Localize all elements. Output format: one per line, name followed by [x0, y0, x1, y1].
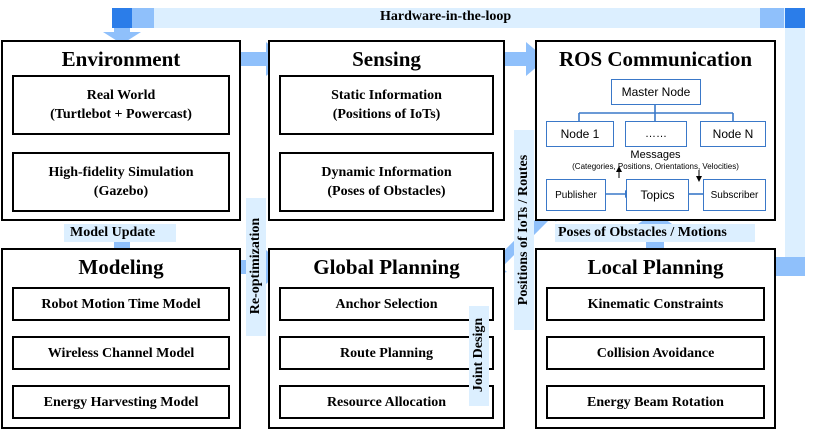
topics-box: Topics	[626, 179, 689, 211]
ros-title: ROS Communication	[558, 47, 753, 71]
node-dots-box: ……	[625, 121, 687, 147]
energy-beam-box: Energy Beam Rotation	[546, 385, 765, 419]
modeling-title: Modeling	[78, 255, 164, 279]
modeling-panel: Modeling Robot Motion Time Model Wireles…	[1, 248, 241, 429]
local-planning-panel: Local Planning Kinematic Constraints Col…	[535, 248, 776, 429]
wireless-channel-box: Wireless Channel Model	[12, 336, 230, 370]
positions-routes-band	[514, 130, 534, 330]
ros-panel: ROS Communication Master Node Node 1 …… …	[535, 40, 776, 221]
robot-motion-box: Robot Motion Time Model	[12, 287, 230, 321]
subscriber-box: Subscriber	[703, 179, 766, 211]
dynamic-info-line1: Dynamic Information	[321, 165, 452, 180]
simulation-line2: (Gazebo)	[93, 184, 149, 199]
real-world-line2: (Turtlebot + Powercast)	[50, 107, 192, 122]
global-planning-panel: Global Planning Anchor Selection Route P…	[268, 248, 505, 429]
reoptimization-band	[246, 198, 266, 336]
messages-label: Messages	[630, 149, 681, 161]
resource-allocation-box: Resource Allocation	[279, 385, 494, 419]
node-n-box: Node N	[700, 121, 766, 147]
dynamic-info-box: Dynamic Information (Poses of Obstacles)	[279, 152, 494, 212]
poses-motions-band	[555, 224, 755, 242]
global-planning-title: Global Planning	[313, 255, 460, 279]
static-info-box: Static Information (Positions of IoTs)	[279, 75, 494, 135]
static-info-line2: (Positions of IoTs)	[332, 107, 441, 122]
model-update-label: Model Update	[70, 225, 156, 240]
energy-harvesting-box: Energy Harvesting Model	[12, 385, 230, 419]
positions-routes-label: Positions of IoTs / Routes	[516, 154, 531, 306]
environment-title: Environment	[61, 47, 181, 71]
joint-design-band	[469, 306, 489, 406]
simulation-box: High-fidelity Simulation (Gazebo)	[12, 152, 230, 212]
kinematic-constraints-box: Kinematic Constraints	[546, 287, 765, 321]
hil-arrow-corner-dark	[785, 8, 805, 28]
hil-arrow-segment	[132, 8, 154, 28]
publisher-box: Publisher	[546, 179, 606, 211]
model-update-band	[64, 224, 176, 242]
simulation-line1: High-fidelity Simulation	[48, 165, 194, 180]
hil-label: Hardware-in-the-loop	[380, 9, 512, 24]
node-1-box: Node 1	[546, 121, 614, 147]
real-world-line1: Real World	[86, 88, 156, 103]
hil-arrow-start	[112, 8, 132, 28]
environment-panel: Environment Real World (Turtlebot + Powe…	[1, 40, 241, 221]
local-planning-title: Local Planning	[587, 255, 724, 279]
collision-avoidance-box: Collision Avoidance	[546, 336, 765, 370]
anchor-selection-box: Anchor Selection	[279, 287, 494, 321]
dynamic-info-line2: (Poses of Obstacles)	[327, 184, 446, 199]
route-planning-box: Route Planning	[279, 336, 494, 370]
sensing-title: Sensing	[352, 47, 421, 71]
hil-down-arrow	[103, 28, 141, 44]
real-world-box: Real World (Turtlebot + Powercast)	[12, 75, 230, 135]
reoptimization-label: Re-optimization	[248, 217, 263, 315]
joint-design-label: Joint Design	[471, 317, 486, 393]
hil-band-right	[785, 8, 805, 276]
hil-arrow-corner	[760, 8, 784, 28]
master-node-box: Master Node	[611, 79, 701, 105]
messages-detail: (Categories, Positions, Orientations, Ve…	[572, 162, 739, 171]
static-info-line1: Static Information	[331, 88, 442, 103]
sensing-panel: Sensing Static Information (Positions of…	[268, 40, 505, 221]
hil-band-top	[112, 8, 805, 28]
poses-motions-label: Poses of Obstacles / Motions	[558, 225, 727, 240]
